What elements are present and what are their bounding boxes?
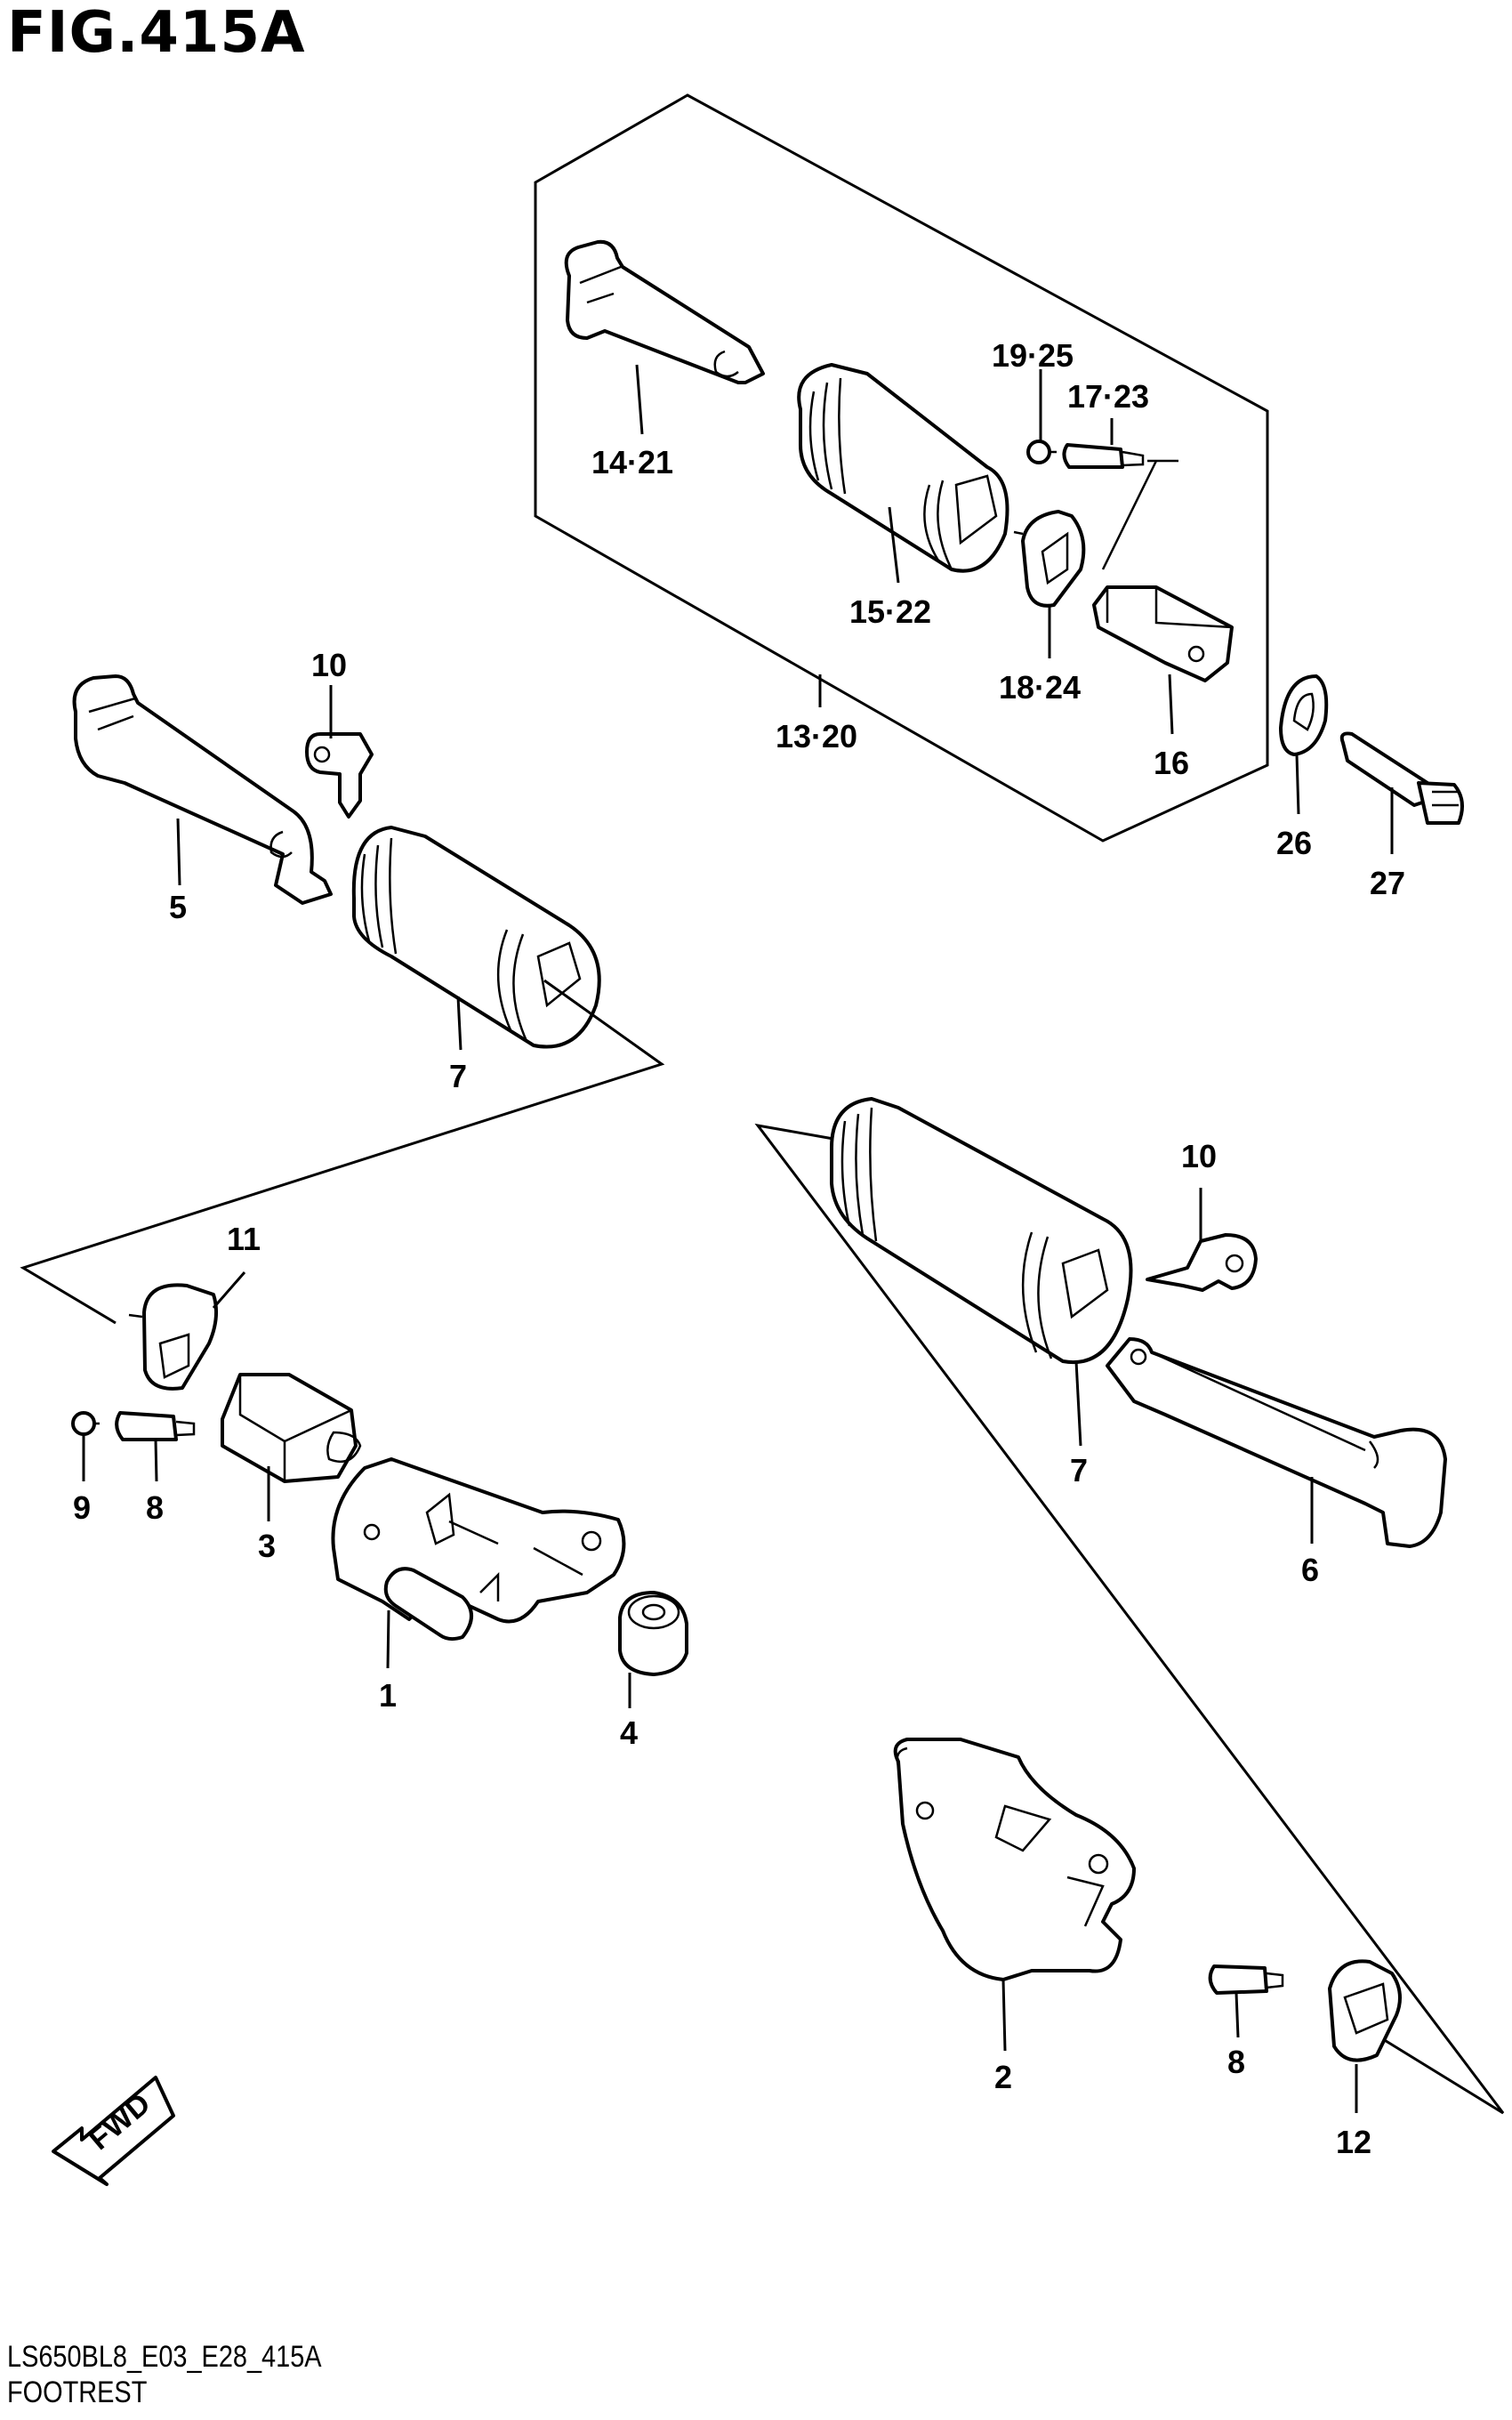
callout-8-right: 8 xyxy=(1227,2044,1245,2080)
figure-name: FOOTREST xyxy=(7,2376,148,2409)
fwd-arrow-icon: FWD xyxy=(52,2076,175,2186)
plate-part-18-24 xyxy=(1013,510,1086,608)
bracket-part-16 xyxy=(1092,585,1234,682)
callout-9: 9 xyxy=(73,1489,91,1526)
bolt-part-27 xyxy=(1339,731,1464,825)
callout-14-21: 14·21 xyxy=(591,444,673,480)
callout-13-20: 13·20 xyxy=(776,718,857,754)
footrest-rubber-part-7-right xyxy=(830,1097,1133,1365)
callout-15-22: 15·22 xyxy=(849,593,931,630)
callout-16: 16 xyxy=(1154,745,1189,781)
cap-part-9 xyxy=(71,1411,100,1436)
callout-10-upper: 10 xyxy=(311,647,347,683)
cap-part-19-25 xyxy=(1026,440,1057,464)
pin-part-8-right xyxy=(1208,1964,1284,1995)
clip-part-10-upper xyxy=(305,732,374,819)
callout-10-right: 10 xyxy=(1181,1138,1217,1174)
callout-7-upper: 7 xyxy=(449,1058,467,1094)
footrest-rubber-part-15-22 xyxy=(797,363,1009,573)
pin-part-17-23 xyxy=(1062,443,1178,570)
bracket-part-3 xyxy=(221,1373,362,1483)
bracket-shaft-part-1 xyxy=(383,1567,473,1642)
footrest-rubber-part-7-upper xyxy=(351,826,601,1049)
callout-17-23: 17·23 xyxy=(1067,378,1149,415)
collar-part-4 xyxy=(618,1591,688,1676)
footrest-bar-part-14-21 xyxy=(564,239,765,384)
callout-3: 3 xyxy=(258,1528,276,1564)
figure-title: FIG.415A xyxy=(7,0,306,66)
callout-1: 1 xyxy=(379,1677,397,1714)
callout-4: 4 xyxy=(620,1714,638,1751)
washer-part-26 xyxy=(1279,674,1329,756)
leader-lines xyxy=(82,364,1394,2113)
figure-code: LS650BL8_E03_E28_415A xyxy=(7,2340,322,2374)
callout-26: 26 xyxy=(1276,825,1312,861)
callout-labels: 14·21 15·22 19·25 17·23 18·24 13·20 16 2… xyxy=(73,337,1405,2160)
callout-7-right: 7 xyxy=(1070,1452,1088,1488)
bracket-plate-part-1 xyxy=(331,1457,626,1624)
footrest-bar-part-6 xyxy=(1106,1337,1447,1548)
reference-line-right xyxy=(754,1123,1505,2115)
callout-6: 6 xyxy=(1301,1552,1319,1588)
plate-part-11 xyxy=(128,1283,219,1391)
callout-12: 12 xyxy=(1336,2124,1371,2160)
callout-5: 5 xyxy=(169,889,187,925)
plate-part-12 xyxy=(1328,1959,1402,2062)
kit-outline-box xyxy=(534,93,1269,843)
footrest-bar-part-5 xyxy=(72,674,333,905)
footrest-holder-part-2 xyxy=(893,1738,1136,1981)
callout-2: 2 xyxy=(994,2059,1012,2095)
pin-part-8-left xyxy=(115,1411,196,1441)
reference-line-left xyxy=(20,979,665,1325)
callout-19-25: 19·25 xyxy=(992,337,1074,374)
clip-part-10-right xyxy=(1146,1233,1258,1292)
callout-27: 27 xyxy=(1370,865,1405,901)
callout-8-left: 8 xyxy=(146,1489,164,1526)
callout-11: 11 xyxy=(227,1221,261,1257)
callout-18-24: 18·24 xyxy=(999,669,1081,706)
